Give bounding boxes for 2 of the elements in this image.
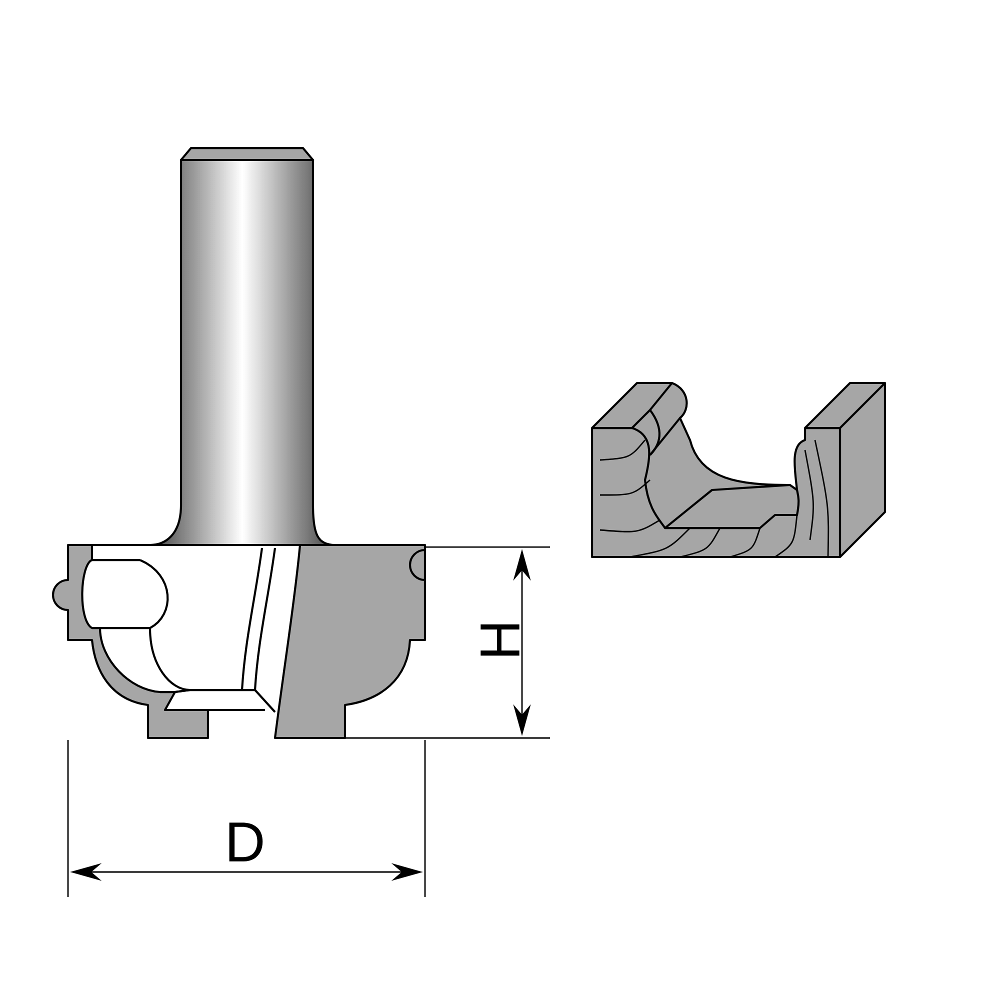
dimension-label: D	[229, 822, 263, 862]
dimension-label: H	[480, 624, 520, 656]
